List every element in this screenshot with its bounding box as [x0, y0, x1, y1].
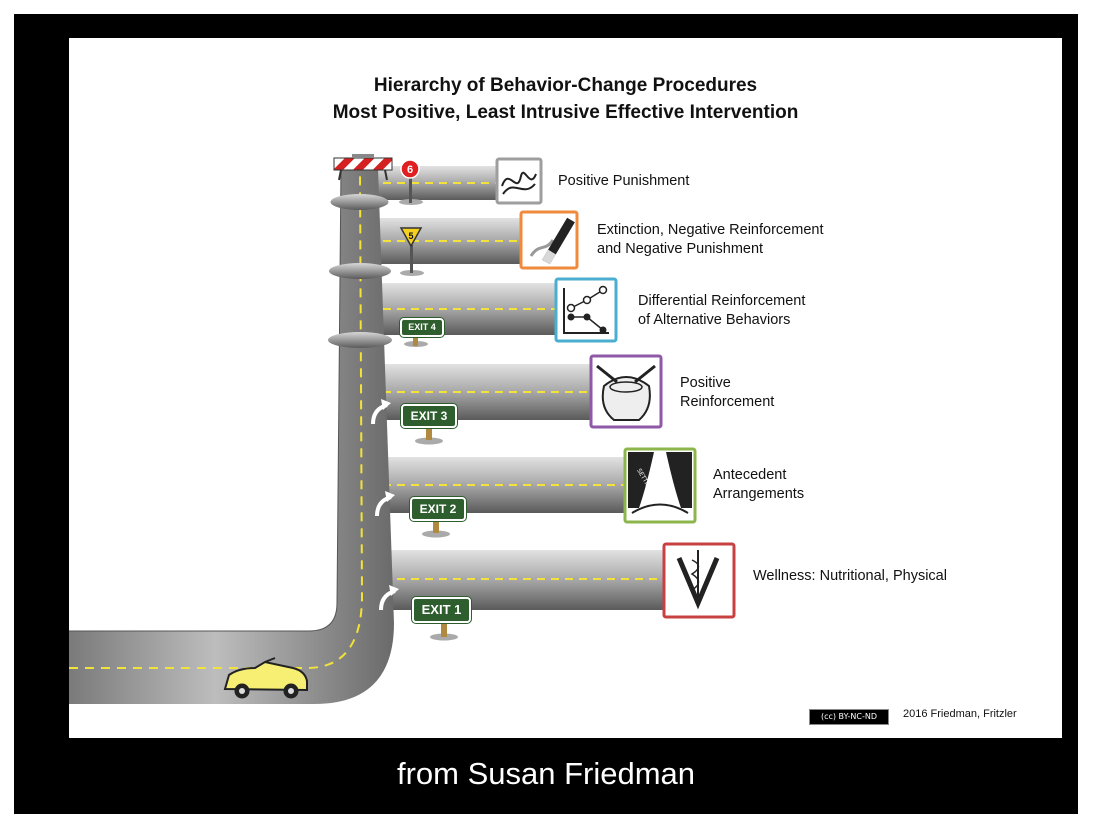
copyright-text: 2016 Friedman, Fritzler	[903, 708, 1017, 720]
road-barrier-icon	[333, 154, 393, 181]
exit-2-sign: EXIT 2	[410, 497, 466, 521]
turn-arrow-icon	[379, 585, 399, 611]
branch-road-5	[369, 218, 529, 264]
turn-arrow-icon	[375, 491, 395, 517]
level-1-label: Wellness: Nutritional, Physical	[753, 567, 947, 586]
cc-license-badge: (cc) BY-NC-ND	[809, 709, 889, 725]
main-road	[69, 167, 394, 704]
line-graph-icon	[554, 277, 618, 343]
branch-road-2	[369, 457, 634, 513]
diagram-title-line1: Hierarchy of Behavior-Change Procedures	[373, 75, 758, 96]
road-diagram: 6 5	[69, 154, 736, 704]
level-3-label-line: Positive	[680, 375, 731, 391]
exit-1-sign: EXIT 1	[412, 597, 471, 623]
sign-5-number: 5	[408, 231, 413, 241]
level-5-yield-sign-icon: 5	[399, 227, 423, 248]
level-6-sign-icon: 6	[400, 159, 420, 179]
exit-3-sign: EXIT 3	[401, 404, 457, 428]
sign-6-number: 6	[407, 164, 413, 176]
treat-pouch-icon	[589, 354, 663, 429]
level-5-label: Extinction, Negative Reinforcement and N…	[597, 221, 823, 259]
level-4-label-line: Differential Reinforcement	[638, 293, 806, 309]
black-frame: 6 5	[14, 14, 1078, 814]
level-1-label-line: Wellness: Nutritional, Physical	[753, 568, 947, 584]
road-ring	[330, 194, 389, 210]
tangled-scribble-icon	[495, 157, 543, 205]
level-6-label-line: Positive Punishment	[558, 173, 690, 189]
caption-text: from Susan Friedman	[396, 756, 696, 791]
road-ring	[329, 263, 391, 279]
level-3-label: Positive Reinforcement	[680, 374, 774, 412]
turn-arrow-icon	[371, 399, 391, 425]
diagram-title-line2: Most Positive, Least Intrusive Effective…	[332, 102, 799, 123]
level-2-label-line: Antecedent	[713, 467, 787, 483]
level-2-label-line: Arrangements	[713, 486, 805, 502]
level-3-label-line: Reinforcement	[680, 394, 775, 410]
veterinary-caduceus-icon	[662, 542, 736, 619]
eraser-icon	[519, 210, 579, 270]
road-ring	[328, 332, 392, 348]
branch-road-4	[369, 283, 564, 335]
stage-curtain-icon: SETTING STAGE	[623, 447, 697, 524]
slide: 6 5	[69, 38, 1062, 738]
level-4-label-line: of Alternative Behaviors	[638, 312, 791, 328]
branch-road-6	[369, 166, 504, 200]
level-2-label: Antecedent Arrangements	[713, 466, 804, 504]
level-5-label-line: Extinction, Negative Reinforcement	[597, 222, 824, 238]
exit-4-sign: EXIT 4	[400, 318, 444, 337]
sign-posts	[399, 176, 458, 641]
yellow-car-icon	[223, 657, 308, 699]
level-4-label: Differential Reinforcement of Alternativ…	[638, 292, 805, 330]
level-6-label: Positive Punishment	[558, 172, 689, 191]
level-5-label-line: and Negative Punishment	[597, 241, 764, 257]
